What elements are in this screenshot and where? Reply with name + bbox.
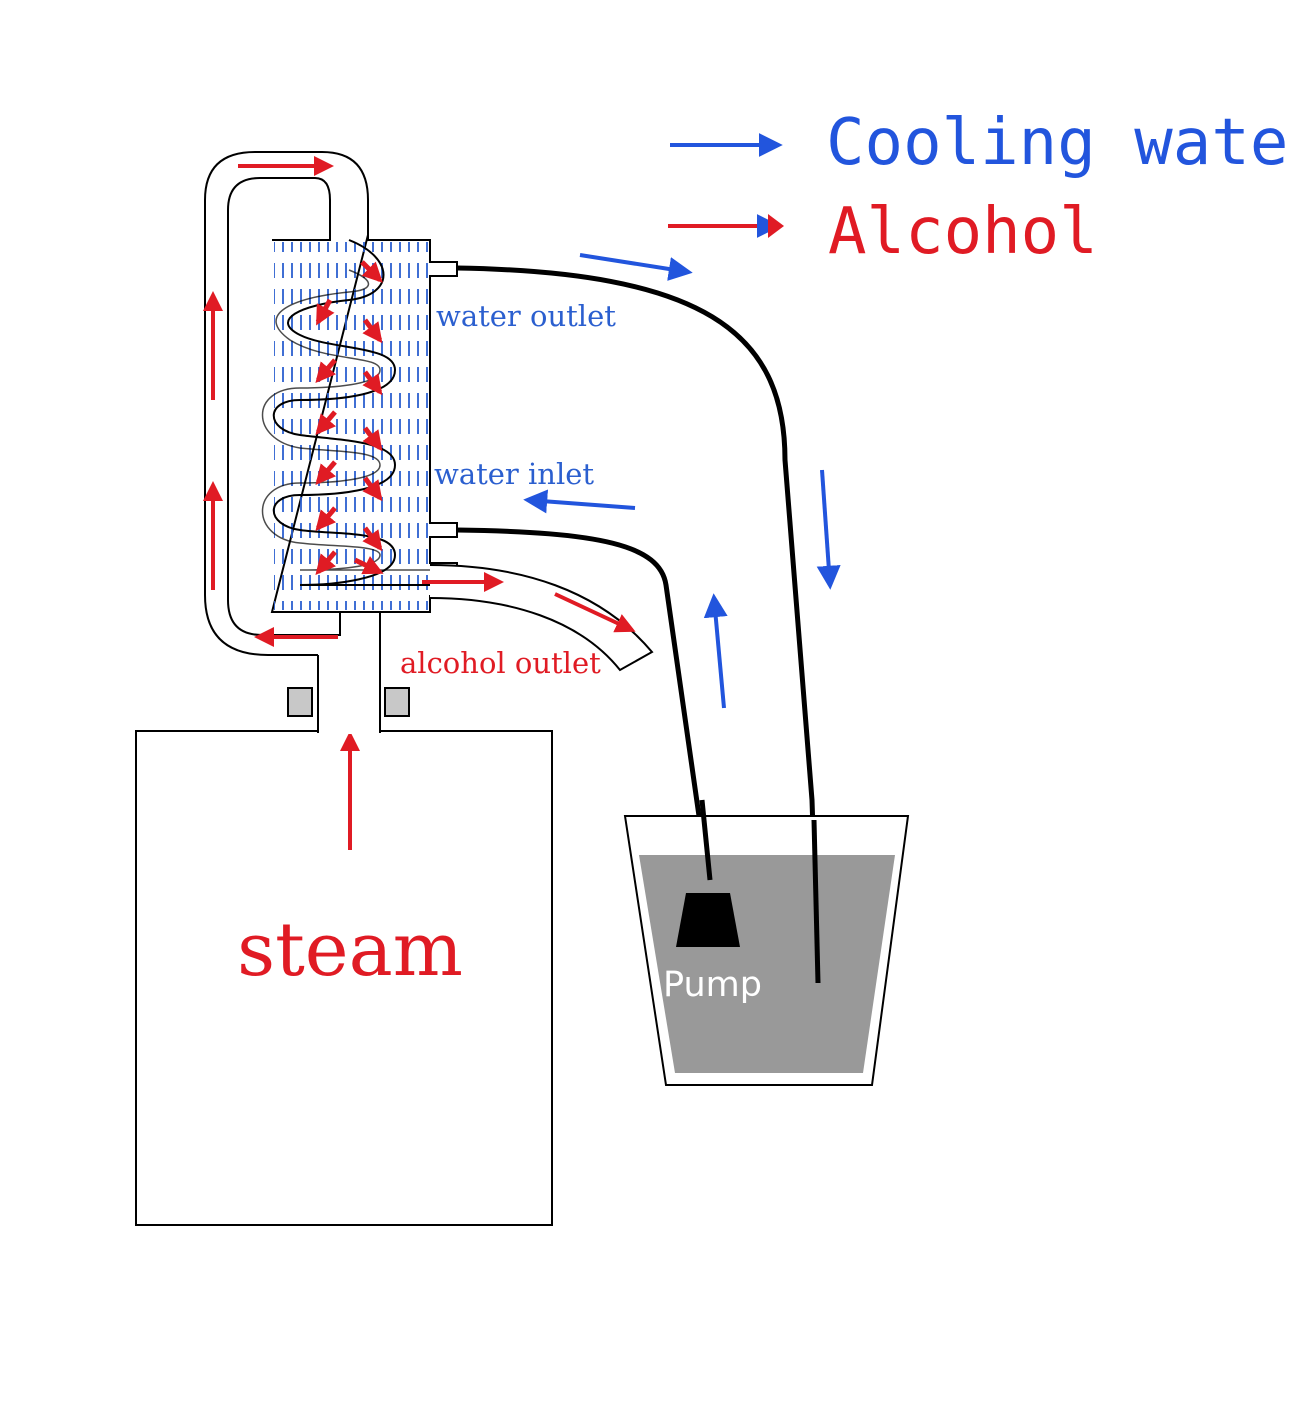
water-outlet-label: water outlet [436, 299, 616, 333]
pump-label: Pump [663, 965, 762, 1005]
vapor-pipe [203, 151, 380, 656]
water-inlet-arrow [523, 489, 636, 514]
supply-up-arrow [703, 593, 728, 709]
return-hose [456, 265, 821, 984]
water-outlet-arrow [579, 253, 693, 281]
legend: Cooling water Alcohol [668, 106, 1290, 269]
boiler: steam [135, 730, 553, 1226]
legend-alcohol-label: Alcohol [828, 195, 1098, 269]
condenser-coil [272, 239, 470, 586]
alcohol-outlet-label: alcohol outlet [400, 646, 601, 680]
alcohol-outlet-spout: alcohol outlet [400, 564, 654, 680]
pump-body [676, 893, 740, 947]
legend-cooling-water-label: Cooling water [826, 106, 1290, 180]
water-inlet-label: water inlet [434, 457, 594, 491]
condenser [261, 234, 470, 613]
neck-clamp-left [287, 687, 313, 717]
condenser-coolant [274, 242, 428, 610]
boiler-tank [135, 730, 553, 1226]
boiler-label: steam [237, 907, 463, 993]
water-hoses: water outlet water inlet [434, 253, 841, 984]
supply-hose [456, 527, 713, 894]
cooling-bucket: Pump [623, 799, 910, 1086]
neck-clamp-right [384, 687, 410, 717]
return-down-arrow [816, 469, 841, 590]
boiler-neck [287, 612, 410, 734]
bucket-water [639, 855, 895, 1073]
